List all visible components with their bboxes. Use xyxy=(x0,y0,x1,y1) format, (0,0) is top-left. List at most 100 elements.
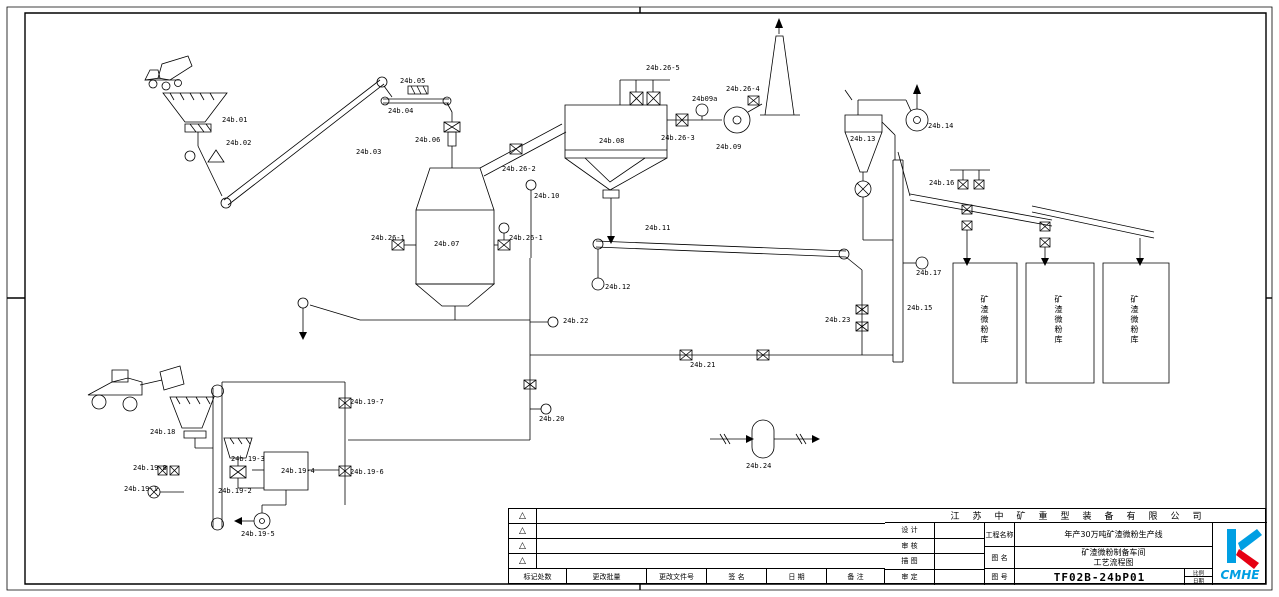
equipment-label: 24b.23 xyxy=(825,316,851,324)
field-design-value xyxy=(935,523,985,539)
screw-conveyors-24b16 xyxy=(910,170,1154,266)
equipment-label: 24b.07 xyxy=(434,240,460,248)
equipment-label: 24b.26-4 xyxy=(726,85,760,93)
surge-bin-24b08 xyxy=(565,80,722,244)
revision-triangle: △ xyxy=(509,524,537,539)
equipment-label: 24b.19-7 xyxy=(350,398,384,406)
drawing-number: TF02B-24bP01 xyxy=(1015,569,1185,585)
drawing-name-line2: 工艺流程图 xyxy=(1093,557,1134,567)
drawing-no-label: 图 号 xyxy=(985,569,1015,585)
revision-row xyxy=(537,539,885,554)
revision-row xyxy=(537,509,885,524)
belt-conveyor-24b11 xyxy=(592,239,868,355)
equipment-label: 矿渣微粉库 xyxy=(1130,295,1139,345)
equipment-label: 24b.19-5 xyxy=(241,530,275,538)
equipment-label: 24b.26-1 xyxy=(371,234,405,242)
equipment-label: 24b.12 xyxy=(605,283,631,291)
drawing-name: 矿渣微粉制备车间 工艺流程图 xyxy=(1015,547,1213,569)
equipment-label: 24b.26-1 xyxy=(509,234,543,242)
equipment-label: 24b.18 xyxy=(150,428,176,436)
equipment-label: 24b09a xyxy=(692,95,718,103)
belt-conveyor-24b04 xyxy=(381,86,451,105)
revision-row xyxy=(537,524,885,539)
equipment-label: 矿渣微粉库 xyxy=(1054,295,1063,345)
additive-group-24b19 xyxy=(148,382,351,529)
title-block: △ △ △ △ 标记处数 更改批量 更改文件号 签 名 日 期 备 注 江苏中矿… xyxy=(508,508,1267,585)
revision-header: 签 名 xyxy=(707,569,767,584)
piping-network xyxy=(348,180,893,440)
revision-header: 备 注 xyxy=(827,569,885,584)
drawing-name-label: 图 名 xyxy=(985,547,1015,569)
equipment-label: 24b.24 xyxy=(746,462,772,470)
equipment-label: 24b.05 xyxy=(400,77,426,85)
cmhe-logo-mark: CMHE xyxy=(1221,529,1262,582)
equipment-label: 24b.04 xyxy=(388,107,414,115)
field-approve-value xyxy=(935,569,985,585)
company-name: 江苏中矿重型装备有限公司 xyxy=(885,509,1267,523)
equipment-label: 矿渣微粉库 xyxy=(980,295,989,345)
equipment-label: 24b.19-2 xyxy=(218,487,252,495)
cmhe-logo: CMHE xyxy=(1213,523,1267,585)
field-check-value xyxy=(935,538,985,554)
field-design-label: 设 计 xyxy=(885,523,935,539)
sheet-frame xyxy=(7,7,1272,590)
field-trace-label: 描 图 xyxy=(885,554,935,570)
equipment-label: 24b.09 xyxy=(716,143,742,151)
vertical-mill-24b07 xyxy=(298,124,566,340)
field-trace-value xyxy=(935,554,985,570)
equipment-label: 24b.13 xyxy=(850,135,876,143)
date-label: 日期 xyxy=(1185,577,1213,585)
cmhe-logo-text: CMHE xyxy=(1221,568,1261,582)
revision-header: 更改文件号 xyxy=(647,569,707,584)
belt-conveyor-24b03 xyxy=(198,77,387,208)
scale-label: 比例 xyxy=(1185,569,1213,577)
project-label: 工程名称 xyxy=(985,523,1015,547)
revision-header: 日 期 xyxy=(767,569,827,584)
equipment-label: 24b.16 xyxy=(929,179,955,187)
dump-truck xyxy=(145,56,192,90)
equipment-label: 24b.26-3 xyxy=(661,134,695,142)
equipment-label: 24b.01 xyxy=(222,116,248,124)
revision-triangle: △ xyxy=(509,509,537,524)
equipment-label: 24b.19-3 xyxy=(231,455,265,463)
field-approve-label: 审 定 xyxy=(885,569,935,585)
wheel-loader xyxy=(88,366,184,411)
logo-shape-left xyxy=(1227,529,1236,563)
revision-triangle: △ xyxy=(509,539,537,554)
equipment-label: 24b.21 xyxy=(690,361,716,369)
drawing-name-line1: 矿渣微粉制备车间 xyxy=(1081,547,1146,557)
equipment-label: 24b.19-8 xyxy=(133,464,167,472)
field-check-label: 审 核 xyxy=(885,538,935,554)
revision-header: 更改批量 xyxy=(567,569,647,584)
revision-row xyxy=(537,554,885,569)
gate-24b06 xyxy=(444,103,460,168)
equipment-label: 24b.19-4 xyxy=(281,467,315,475)
equipment-label: 24b.08 xyxy=(599,137,625,145)
equipment-label: 24b.20 xyxy=(539,415,565,423)
product-silos xyxy=(953,263,1169,383)
project-name: 年产30万吨矿渣微粉生产线 xyxy=(1015,523,1213,547)
equipment-label: 24b.26-5 xyxy=(646,64,680,72)
hopper-24b18 xyxy=(170,382,345,530)
logo-shape-arm-bottom xyxy=(1236,549,1259,569)
equipment-label: 24b.03 xyxy=(356,148,382,156)
equipment-label: 24b.06 xyxy=(415,136,441,144)
revision-triangle: △ xyxy=(509,554,537,569)
bucket-elevator-24b15 xyxy=(893,152,928,362)
tank-24b24 xyxy=(710,420,820,458)
equipment-label: 24b.22 xyxy=(563,317,589,325)
equipment-label: 24b.14 xyxy=(928,122,954,130)
equipment-label: 24b.15 xyxy=(907,304,933,312)
logo-shape-arm-top xyxy=(1238,529,1262,551)
equipment-label: 24b.10 xyxy=(534,192,560,200)
equipment-label: 24b.11 xyxy=(645,224,671,232)
revision-header: 标记处数 xyxy=(509,569,567,584)
equipment-label: 24b.17 xyxy=(916,269,942,277)
equipment-label: 24b.02 xyxy=(226,139,252,147)
receiving-hopper xyxy=(163,93,227,162)
fan-24b09-stack xyxy=(724,18,800,133)
equipment-label: 24b.19-6 xyxy=(350,468,384,476)
equipment-label: 24b.26-2 xyxy=(502,165,536,173)
